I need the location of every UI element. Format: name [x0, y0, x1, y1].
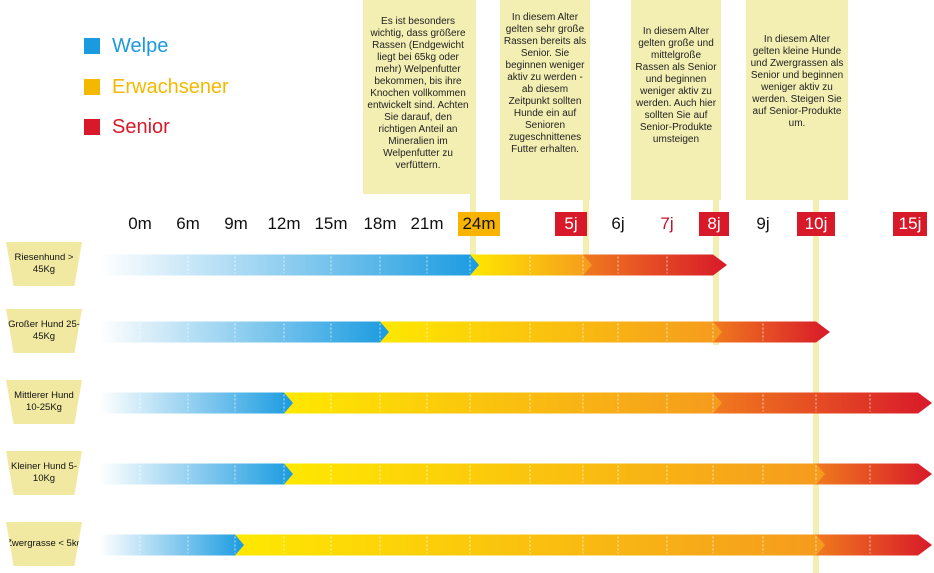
note-text-4: In diesem Alter gelten kleine Hunde und … — [750, 34, 844, 129]
legend-swatch-senior — [84, 119, 100, 135]
puppy-segment — [100, 534, 244, 556]
note-text-1: Es ist besonders wichtig, dass größere R… — [367, 16, 469, 171]
puppy-segment — [100, 254, 479, 276]
adult-segment — [284, 392, 722, 414]
row-label-mittlerer-hund: Mittlerer Hund 10-25Kg — [6, 380, 82, 424]
row-label-grosser-hund: Großer Hund 25-45Kg — [6, 309, 82, 353]
note-band-1-line — [470, 0, 476, 275]
senior-segment — [713, 321, 830, 343]
note-band-4-line — [813, 0, 819, 573]
legend-item-senior: Senior — [84, 115, 170, 138]
note-band-2-line — [583, 0, 589, 275]
legend-item-welpe: Welpe — [84, 34, 169, 57]
row-label-kleiner-hund: Kleiner Hund 5-10Kg — [6, 451, 82, 495]
tick-8j: 8j — [699, 212, 729, 236]
tick-0m: 0m — [128, 214, 152, 233]
note-band-1 — [363, 0, 473, 194]
legend-label-erwachsener: Erwachsener — [112, 75, 229, 98]
tick-15m: 15m — [314, 214, 348, 233]
senior-segment — [816, 534, 932, 556]
tick-15j: 15j — [893, 212, 927, 236]
legend-swatch-welpe — [84, 38, 100, 54]
legend-label-senior: Senior — [112, 115, 170, 138]
senior-segment — [713, 392, 932, 414]
tick-18m: 18m — [363, 214, 397, 233]
legend-label-welpe: Welpe — [112, 34, 169, 57]
tick-6j: 6j — [611, 214, 625, 233]
tick-12m: 12m — [267, 214, 301, 233]
note-band-3-line — [713, 0, 719, 345]
note-band-2 — [500, 0, 590, 200]
tick-6m: 6m — [176, 214, 200, 233]
legend-item-erwachsener: Erwachsener — [84, 75, 229, 98]
tick-7j: 7j — [660, 214, 674, 233]
note-band-3 — [631, 0, 721, 200]
row-label-zwergrasse: Zwergrasse < 5kg — [6, 522, 82, 566]
tick-9j: 9j — [756, 214, 770, 233]
note-text-2: In diesem Alter gelten sehr große Rassen… — [503, 12, 587, 155]
tick-9m: 9m — [224, 214, 248, 233]
adult-segment — [470, 254, 592, 276]
puppy-segment — [100, 321, 389, 343]
tick-21m: 21m — [410, 214, 444, 233]
adult-segment — [284, 463, 825, 485]
note-band-4 — [746, 0, 848, 200]
legend-swatch-erwachsener — [84, 79, 100, 95]
senior-segment — [816, 463, 932, 485]
puppy-segment — [100, 463, 293, 485]
note-text-3: In diesem Alter gelten große und mittelg… — [635, 26, 717, 145]
senior-segment — [583, 254, 727, 276]
puppy-segment — [100, 392, 293, 414]
adult-segment — [380, 321, 722, 343]
row-label-riesenhund: Riesenhund > 45Kg — [6, 242, 82, 286]
tick-24m: 24m — [458, 212, 500, 236]
tick-5j: 5j — [555, 212, 587, 236]
tick-10j: 10j — [797, 212, 835, 236]
